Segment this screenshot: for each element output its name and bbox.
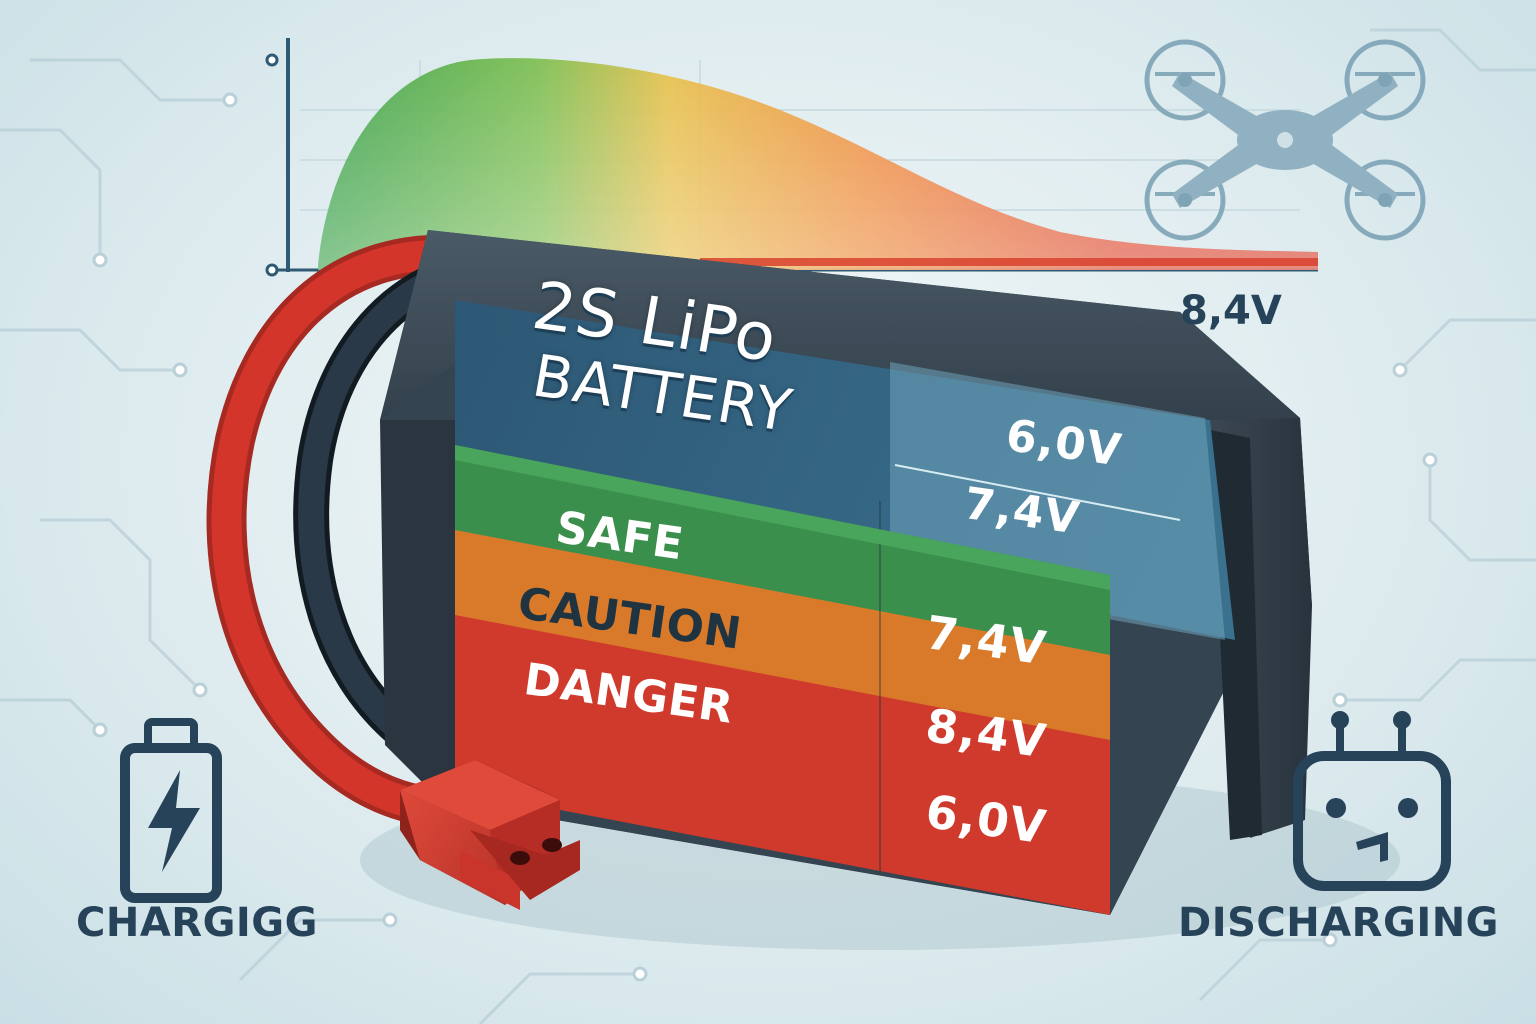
xt-connector xyxy=(400,760,580,910)
battery-charging-icon xyxy=(120,718,222,903)
voltage-curve-shine xyxy=(318,58,1318,271)
curve-end-voltage: 8,4V xyxy=(1180,288,1282,334)
band-danger xyxy=(455,615,1110,915)
voltage-bands xyxy=(455,445,1110,915)
circuit-traces xyxy=(0,28,1536,1024)
controller-face xyxy=(1326,711,1418,862)
lightning-bolt-icon xyxy=(148,770,200,872)
drone-icon xyxy=(1144,39,1426,241)
discharging-label: DISCHARGING xyxy=(1178,900,1500,946)
circuit-nodes xyxy=(92,92,1438,982)
charging-label: CHARGIGG xyxy=(76,900,318,946)
drone-body xyxy=(1172,72,1398,208)
band-safe-top xyxy=(455,445,1110,590)
